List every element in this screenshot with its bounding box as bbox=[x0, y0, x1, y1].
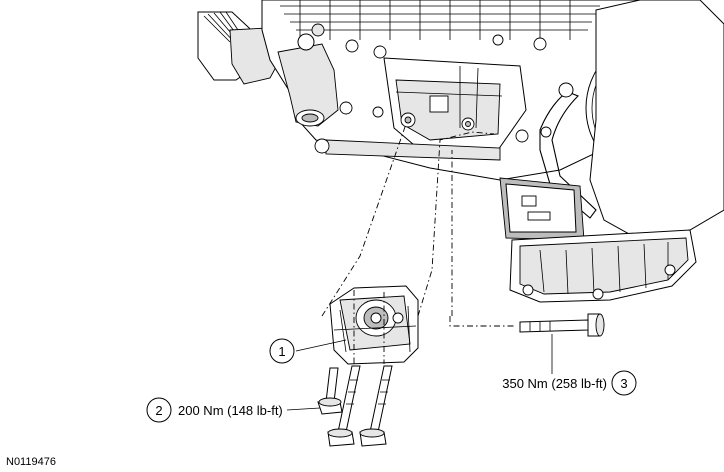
intake-pipe bbox=[277, 43, 339, 127]
bolt-200nm-c bbox=[359, 365, 393, 447]
bolt-350nm bbox=[519, 313, 605, 337]
callout-3-number: 3 bbox=[620, 376, 627, 391]
figure-reference-id: N0119476 bbox=[6, 456, 56, 468]
callout-1: 1 bbox=[269, 338, 295, 364]
bolt-200nm-a bbox=[317, 367, 343, 415]
callout-2: 2 200 Nm (148 lb-ft) bbox=[146, 397, 283, 423]
assembly-lines bbox=[321, 123, 514, 364]
callout-2-torque: 200 Nm (148 lb-ft) bbox=[178, 403, 283, 418]
engine-mount bbox=[329, 285, 419, 365]
callout-2-number: 2 bbox=[155, 403, 162, 418]
callout-1-number: 1 bbox=[278, 344, 285, 359]
callout-3-torque: 350 Nm (258 lb-ft) bbox=[502, 376, 607, 391]
bolt-200nm-b bbox=[327, 365, 361, 447]
callout-3: 3 350 Nm (258 lb-ft) bbox=[502, 370, 637, 396]
leader-1 bbox=[295, 339, 347, 352]
engine-assembly bbox=[197, 0, 724, 303]
leader-2 bbox=[286, 407, 321, 411]
